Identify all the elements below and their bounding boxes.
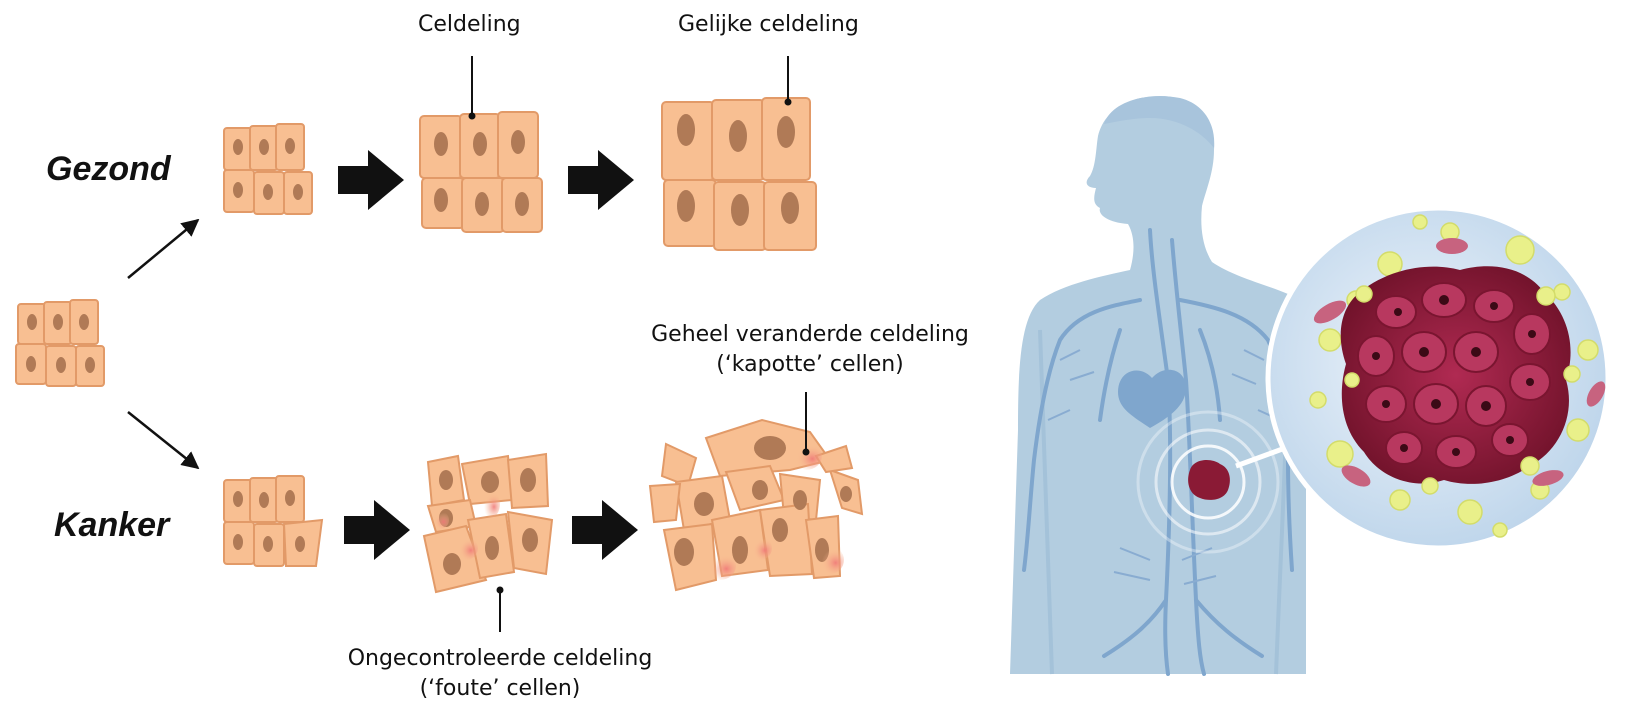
label-changed-division-line2: (‘kapotte’ cellen) xyxy=(632,350,988,380)
cancer-big-arrow-1 xyxy=(344,500,410,560)
label-cancer: Kanker xyxy=(54,506,169,545)
cancer-cluster-2 xyxy=(424,454,552,592)
cancer-big-arrow-2 xyxy=(572,500,638,560)
label-equal-division: Gelijke celdeling xyxy=(678,10,859,40)
healthy-cluster-3 xyxy=(662,98,816,250)
tumor-zoom xyxy=(1268,208,1609,548)
healthy-big-arrow-2 xyxy=(568,150,634,210)
branch-arrow-up xyxy=(128,220,198,278)
label-uncontrolled: Ongecontroleerde celdeling (‘foute’ cell… xyxy=(326,644,674,704)
label-uncontrolled-line2: (‘foute’ cellen) xyxy=(326,674,674,704)
healthy-cluster-2 xyxy=(420,112,542,232)
label-healthy: Gezond xyxy=(46,150,171,189)
label-uncontrolled-line1: Ongecontroleerde celdeling xyxy=(326,644,674,674)
branch-arrow-down xyxy=(128,412,198,468)
label-division: Celdeling xyxy=(418,10,521,40)
label-changed-division: Geheel veranderde celdeling (‘kapotte’ c… xyxy=(632,320,988,380)
label-changed-division-line1: Geheel veranderde celdeling xyxy=(632,320,988,350)
healthy-cluster-1 xyxy=(224,124,312,214)
start-cell-cluster xyxy=(16,300,104,386)
cancer-cluster-1 xyxy=(224,476,322,566)
healthy-big-arrow-1 xyxy=(338,150,404,210)
cancer-cluster-3 xyxy=(650,420,862,590)
